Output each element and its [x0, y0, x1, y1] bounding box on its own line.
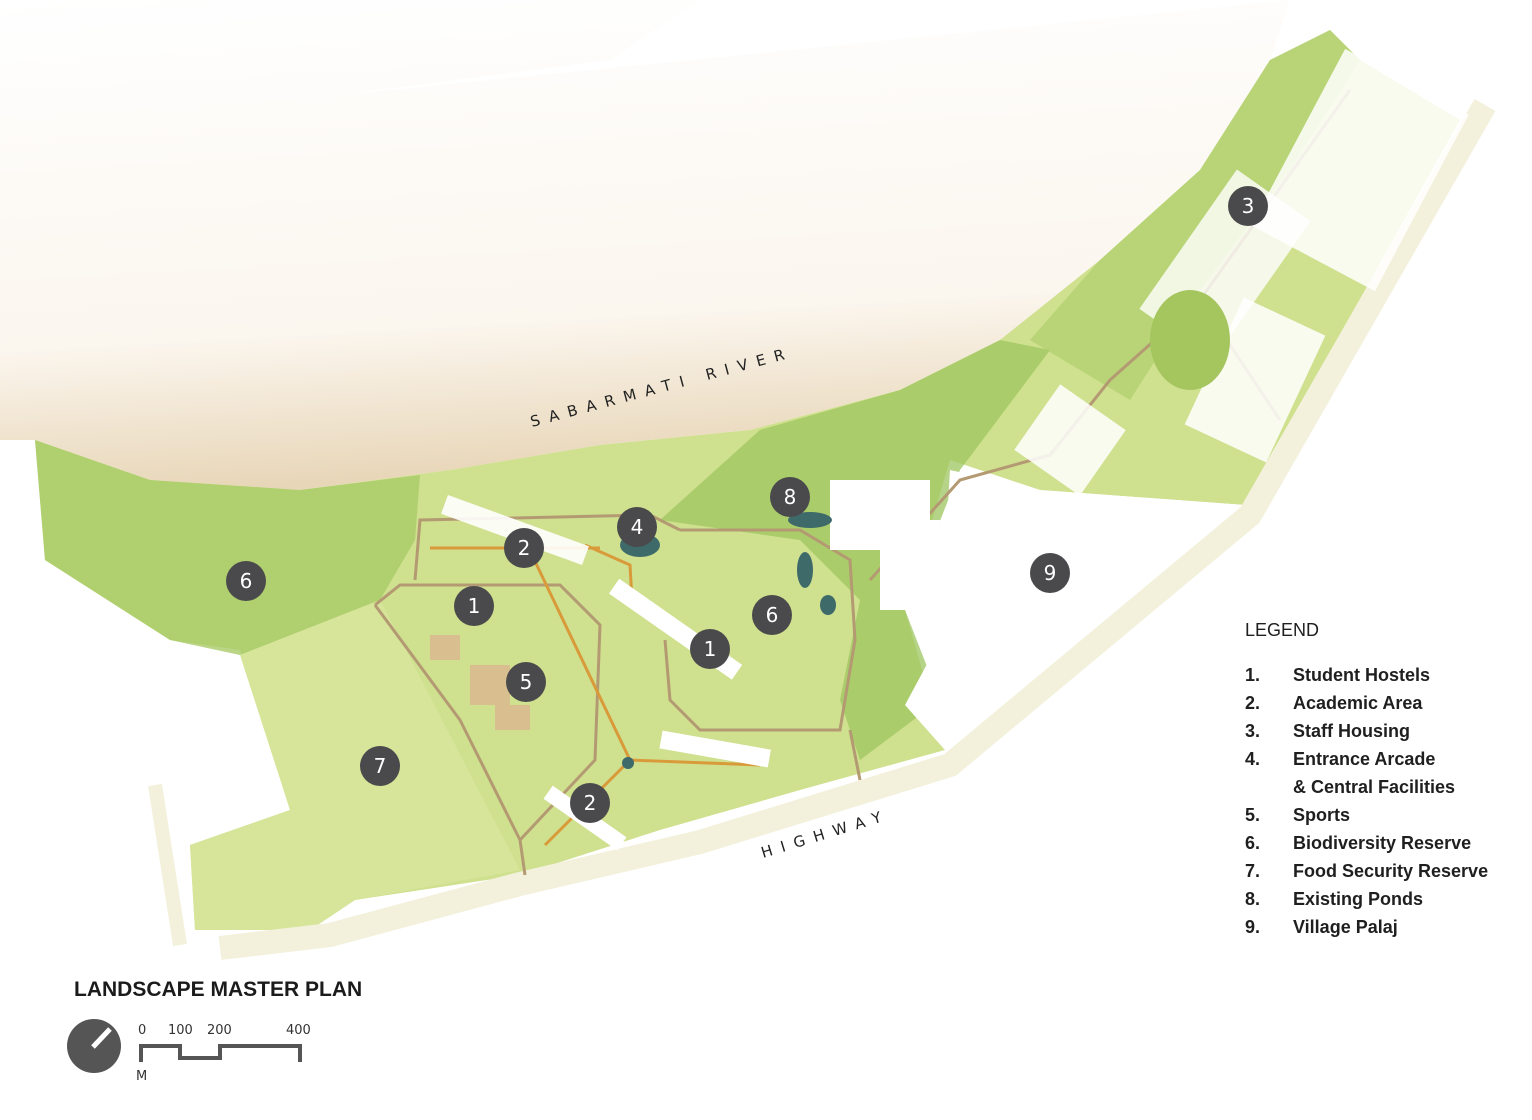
legend-item-label: Entrance Arcade — [1293, 748, 1436, 769]
legend-item-label: Village Palaj — [1293, 916, 1398, 937]
scale-tick: 0 — [138, 1023, 146, 1038]
svg-text:4: 4 — [631, 515, 644, 539]
legend-item-number: 2. — [1245, 692, 1261, 713]
existing-ponds — [620, 290, 1230, 769]
legend-item: 4. Entrance Arcade — [1245, 745, 1488, 773]
legend: LEGEND 1. Student Hostels 2. Academic Area 3… — [1245, 620, 1488, 941]
building-blocks — [441, 48, 1469, 851]
legend-item-number: 6. — [1245, 832, 1261, 853]
marker-9[interactable]: 9 — [1030, 553, 1070, 593]
legend-item-label: & Central Facilities — [1293, 776, 1456, 797]
svg-text:6: 6 — [766, 603, 779, 627]
staff-housing-greens — [1030, 30, 1360, 400]
legend-item-number: 7. — [1245, 860, 1261, 881]
svg-text:5: 5 — [520, 670, 533, 694]
svg-text:9: 9 — [1044, 561, 1057, 585]
highway-spur — [148, 783, 187, 947]
marker-7[interactable]: 7 — [360, 746, 400, 786]
svg-text:1: 1 — [468, 594, 481, 618]
legend-item-label: Food Security Reserve — [1293, 860, 1489, 881]
svg-text:2: 2 — [518, 536, 531, 560]
marker-2-south[interactable]: 2 — [570, 783, 610, 823]
legend-item-label: Existing Ponds — [1293, 888, 1424, 909]
legend-item-label: Student Hostels — [1293, 664, 1431, 685]
legend-item-label: Academic Area — [1293, 692, 1423, 713]
svg-text:2: 2 — [584, 791, 597, 815]
marker-4[interactable]: 4 — [617, 507, 657, 547]
marker-1-west[interactable]: 1 — [454, 586, 494, 626]
marker-8[interactable]: 8 — [770, 477, 810, 517]
legend-item-number: 5. — [1245, 804, 1261, 825]
svg-text:1: 1 — [704, 637, 717, 661]
legend-item: 9. Village Palaj — [1245, 913, 1488, 941]
biodiversity-reserve-west — [35, 440, 420, 655]
north-arrow-icon — [67, 1019, 121, 1073]
marker-3[interactable]: 3 — [1228, 186, 1268, 226]
legend-item: 7. Food Security Reserve — [1245, 857, 1488, 885]
scale-tick: 100 — [168, 1023, 193, 1038]
scale-tick: 200 — [207, 1023, 232, 1038]
marker-5[interactable]: 5 — [506, 662, 546, 702]
legend-item: 8. Existing Ponds — [1245, 885, 1488, 913]
sports-fields — [430, 635, 530, 730]
legend-item-number: 8. — [1245, 888, 1261, 909]
food-security-reserve — [190, 600, 520, 930]
svg-text:3: 3 — [1242, 194, 1255, 218]
legend-item-number: 3. — [1245, 720, 1261, 741]
legend-item-label: Staff Housing — [1293, 720, 1410, 741]
legend-item: 1. Student Hostels — [1245, 661, 1488, 689]
marker-6-east[interactable]: 6 — [752, 595, 792, 635]
legend-item-label: Biodiversity Reserve — [1293, 832, 1472, 853]
legend-item: 3. Staff Housing — [1245, 717, 1488, 745]
highway — [218, 99, 1496, 960]
legend-item-number: 4. — [1245, 748, 1261, 769]
legend-title: LEGEND — [1245, 620, 1320, 640]
legend-item-label: Sports — [1293, 804, 1351, 825]
village-palaj — [905, 470, 1245, 750]
sabarmati-river — [0, 0, 1290, 490]
marker-2-north[interactable]: 2 — [504, 528, 544, 568]
legend-item: & Central Facilities — [1245, 773, 1488, 801]
legend-item: 2. Academic Area — [1245, 689, 1488, 717]
plan-title: LANDSCAPE MASTER PLAN — [74, 978, 363, 1001]
scale-tick: 400 — [286, 1023, 311, 1038]
scale-unit: M — [136, 1069, 147, 1084]
legend-item-number: 9. — [1245, 916, 1261, 937]
legend-item: 5. Sports — [1245, 801, 1488, 829]
marker-1-east[interactable]: 1 — [690, 629, 730, 669]
scale-bar: 0 100 200 400 M — [67, 1019, 311, 1084]
legend-item-number: 1. — [1245, 664, 1261, 685]
svg-text:8: 8 — [784, 485, 797, 509]
svg-text:7: 7 — [374, 754, 387, 778]
legend-item: 6. Biodiversity Reserve — [1245, 829, 1488, 857]
marker-6-west[interactable]: 6 — [226, 561, 266, 601]
svg-text:6: 6 — [240, 569, 253, 593]
